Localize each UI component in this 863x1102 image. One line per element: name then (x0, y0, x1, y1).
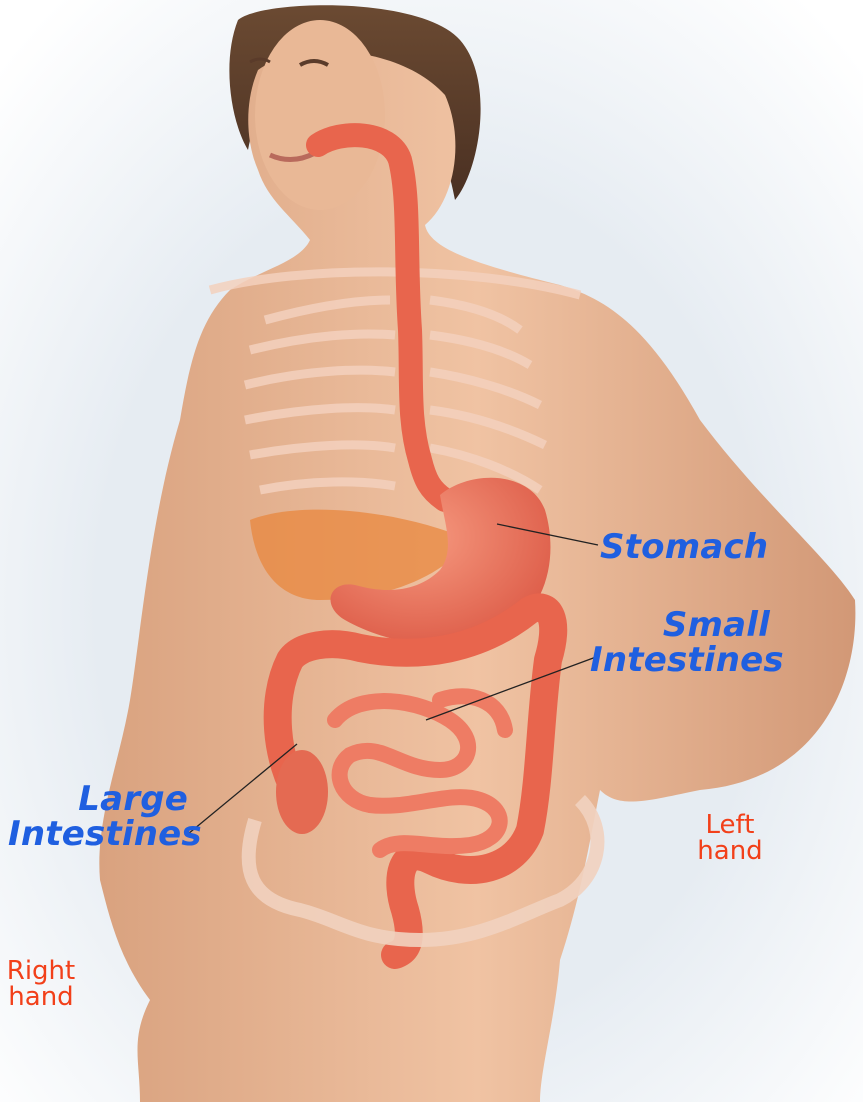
right-hand-label-line2: hand (0, 984, 82, 1010)
small-intestines-label-line1: Small (590, 608, 770, 643)
large-intestines-label-line2: Intestines (8, 817, 188, 852)
left-hand-label: Left hand (694, 812, 766, 864)
cecum (276, 750, 328, 834)
small-intestines-label-line2: Intestines (590, 643, 770, 678)
small-intestines-label: Small Intestines (590, 608, 770, 679)
large-intestines-label-line1: Large (8, 782, 188, 817)
stomach-label: Stomach (600, 530, 768, 564)
large-intestines-label: Large Intestines (8, 782, 188, 853)
right-hand-label: Right hand (0, 958, 82, 1010)
face (255, 20, 385, 210)
left-hand-label-line1: Left (694, 812, 766, 838)
right-hand-label-line1: Right (0, 958, 82, 984)
left-hand-label-line2: hand (694, 838, 766, 864)
